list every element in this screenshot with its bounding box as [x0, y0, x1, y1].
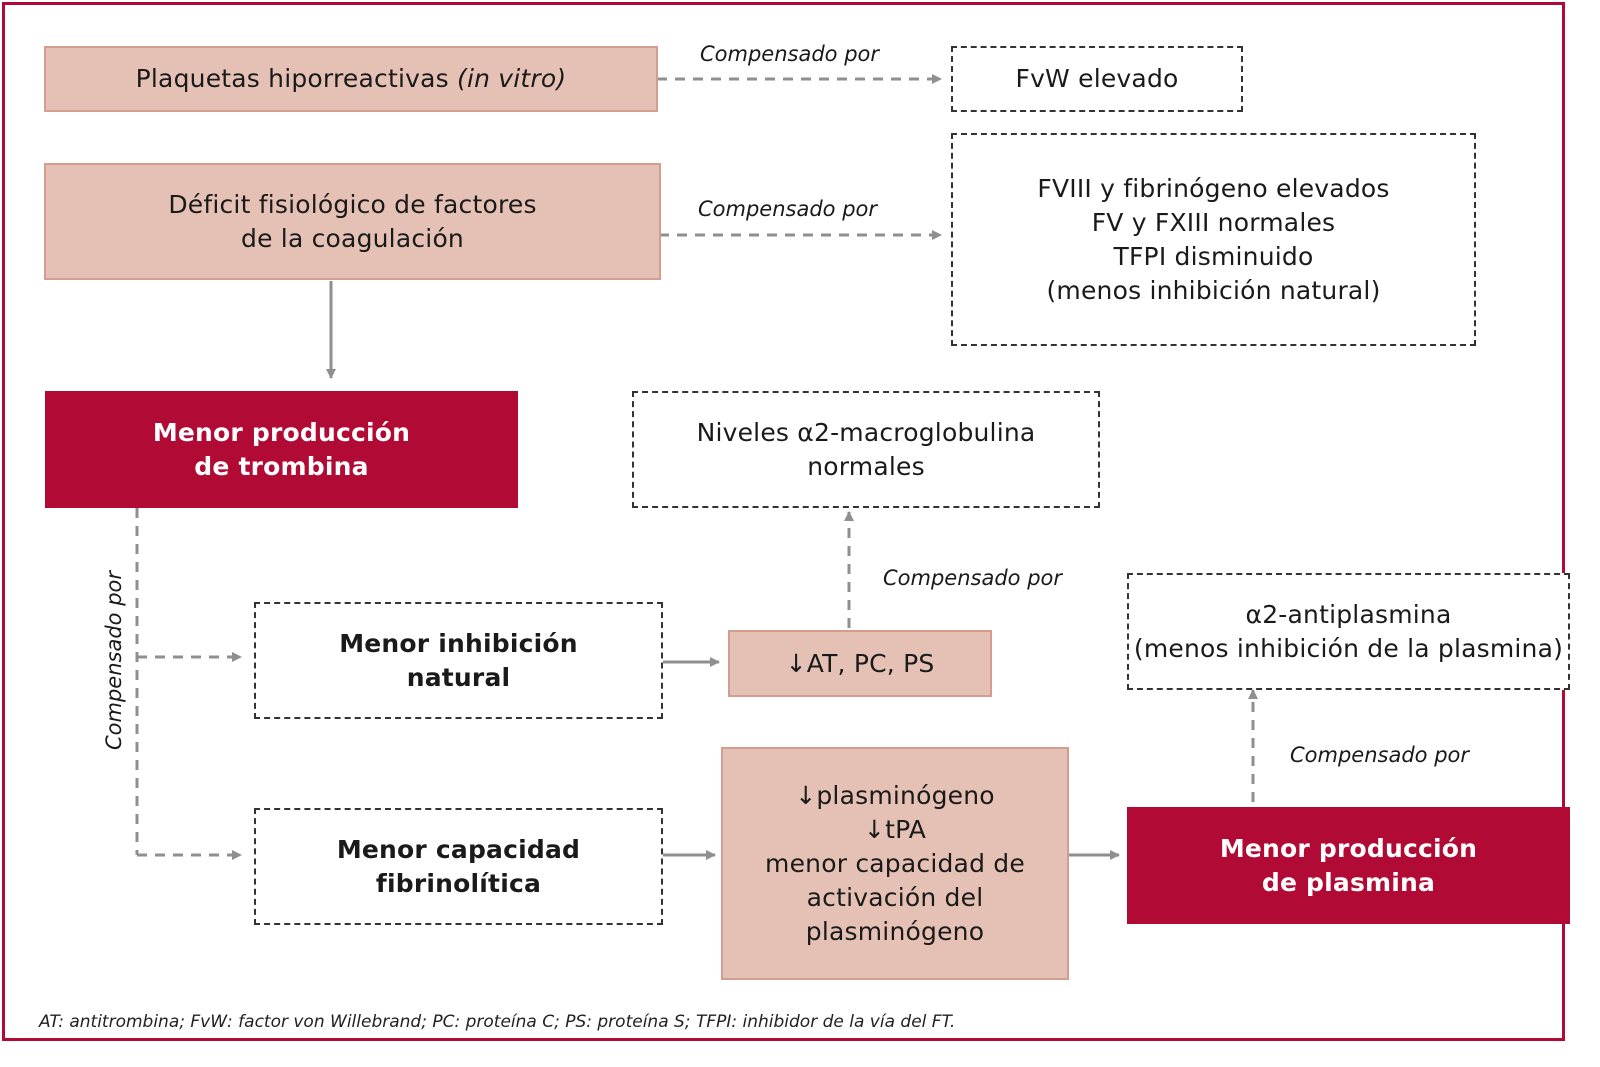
node-capacidad-line-1: Menor capacidad	[336, 834, 581, 864]
edge-label-deficit-fviii: Compensado por	[698, 197, 878, 221]
node-macroglobulina-line-1: Niveles α2-macroglobulina	[696, 417, 1036, 447]
figure-frame	[2, 2, 1565, 1041]
node-plaquetas-label: Plaquetas hiporreactivas (in vitro)	[136, 62, 567, 96]
node-plasminogeno-line-1: ↓plasminógeno	[795, 780, 995, 810]
node-at-pc-ps-text: ↓AT, PC, PS	[785, 648, 935, 678]
node-at-pc-ps: ↓AT, PC, PS	[728, 630, 992, 697]
node-fviii-line-3: TFPI disminuido	[1113, 241, 1314, 271]
node-inhibicion-line-2: natural	[406, 662, 511, 692]
node-fviii-line-2: FV y FXIII normales	[1091, 207, 1336, 237]
node-menor-produccion-plasmina: Menor producción de plasmina	[1127, 807, 1570, 924]
node-menor-capacidad-fibrinolitica: Menor capacidad fibrinolítica	[254, 808, 663, 925]
node-plasminogeno-line-3: menor capacidad de	[765, 848, 1025, 878]
node-fviii-line-1: FVIII y fibrinógeno elevados	[1037, 173, 1390, 203]
node-deficit-fisiologico: Déficit fisiológico de factores de la co…	[44, 163, 661, 280]
node-plaquetas-text: Plaquetas hiporreactivas	[135, 64, 449, 93]
edge-label-plaquetas-fvw: Compensado por	[700, 42, 880, 66]
node-deficit-line-2: de la coagulación	[241, 223, 464, 253]
node-deficit-line-1: Déficit fisiológico de factores	[168, 189, 537, 219]
edge-label-trombina-vertical: Compensado por	[102, 570, 126, 750]
node-plaquetas-italic: (in vitro)	[456, 64, 567, 93]
node-macroglobulina: Niveles α2-macroglobulina normales	[632, 391, 1100, 508]
node-plaquetas-hiporreactivas: Plaquetas hiporreactivas (in vitro)	[44, 46, 658, 112]
node-fviii-line-4: (menos inhibición natural)	[1046, 275, 1381, 305]
node-plasminogeno-tpa: ↓plasminógeno ↓tPA menor capacidad de ac…	[721, 747, 1069, 980]
node-menor-inhibicion-natural: Menor inhibición natural	[254, 602, 663, 719]
footnote: AT: antitrombina; FvW: factor von Willeb…	[39, 1012, 956, 1032]
node-antiplasmina-line-1: α2-antiplasmina	[1245, 599, 1452, 629]
node-fvw-elevado: FvW elevado	[951, 46, 1243, 112]
node-plasmina-line-1: Menor producción	[1219, 833, 1478, 863]
node-plasminogeno-line-5: plasminógeno	[805, 916, 985, 946]
node-fvw-text: FvW elevado	[1015, 64, 1179, 93]
node-macroglobulina-line-2: normales	[807, 451, 925, 481]
edge-label-plasmina-antiplasmina: Compensado por	[1290, 743, 1470, 767]
node-plasmina-line-2: de plasmina	[1261, 867, 1436, 897]
node-antiplasmina: α2-antiplasmina (menos inhibición de la …	[1127, 573, 1570, 690]
edge-label-at-macroglobulina: Compensado por	[883, 566, 1063, 590]
node-menor-produccion-trombina: Menor producción de trombina	[45, 391, 518, 508]
node-capacidad-line-2: fibrinolítica	[375, 868, 542, 898]
node-antiplasmina-line-2: (menos inhibición de la plasmina)	[1133, 633, 1564, 663]
node-plasminogeno-line-4: activación del	[806, 882, 984, 912]
node-plasminogeno-line-2: ↓tPA	[863, 814, 927, 844]
node-inhibicion-line-1: Menor inhibición	[339, 628, 578, 658]
node-fviii-fibrinogeno: FVIII y fibrinógeno elevados FV y FXIII …	[951, 133, 1476, 346]
node-trombina-line-2: de trombina	[194, 451, 369, 481]
node-trombina-line-1: Menor producción	[152, 417, 411, 447]
